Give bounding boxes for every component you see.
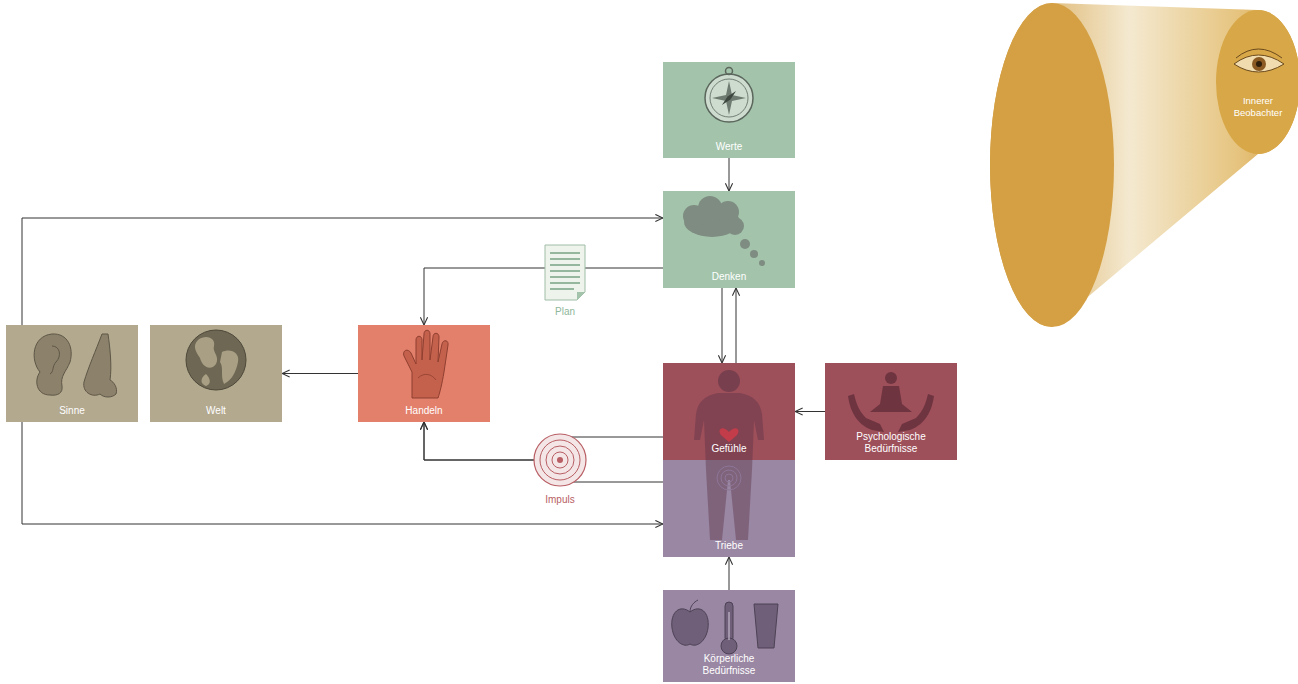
impulse-target-icon (534, 434, 586, 486)
connector-arrow (424, 422, 663, 460)
node-label: Welt (206, 405, 226, 417)
psych-needs-box: Psychologische Bedürfnisse (825, 363, 957, 460)
world-box: Welt (150, 325, 282, 422)
node-label: Handeln (405, 405, 442, 417)
connector-arrow (736, 288, 737, 363)
compass-icon (705, 68, 753, 123)
body-needs-icons (672, 600, 778, 654)
drives-box: Triebe (663, 460, 795, 557)
connector-arrow (22, 422, 663, 524)
thinking-box: Denken (663, 191, 795, 288)
plan-document-icon (545, 245, 585, 300)
value-box: Werte (663, 62, 795, 158)
connector-arrow (282, 373, 358, 374)
connector-arrow (729, 158, 730, 191)
senses-box: Sinne (6, 325, 138, 422)
node-label: Denken (712, 271, 746, 283)
impulse-label: Impuls (543, 494, 576, 506)
globe-icon (186, 330, 246, 390)
observer-node: Innerer Beobachter (1226, 90, 1290, 124)
action-box: Handeln (358, 325, 490, 422)
feelings-box: Gefühle (663, 363, 795, 460)
connector-arrow (424, 422, 663, 482)
connector-arrow (22, 218, 663, 325)
observer-cone (990, 3, 1298, 327)
body-silhouette (694, 370, 764, 540)
node-label: Triebe (715, 540, 743, 552)
connector-arrow (795, 411, 825, 412)
node-label: Sinne (59, 405, 85, 417)
body-needs-box: Körperliche Bedürfnisse (663, 590, 795, 682)
node-label: Innerer Beobachter (1226, 95, 1290, 119)
connector-arrow (722, 288, 723, 363)
ear-nose-icon (34, 334, 116, 397)
node-label: Gefühle (711, 443, 746, 455)
meditation-icon (848, 372, 934, 432)
node-label: Werte (716, 141, 743, 153)
connector-arrow (729, 557, 730, 590)
plan-label: Plan (553, 306, 577, 318)
node-label: Körperliche Bedürfnisse (677, 653, 781, 677)
connector-arrow (424, 268, 663, 325)
thought-cloud-icon (683, 196, 765, 266)
node-label: Psychologische Bedürfnisse (839, 431, 943, 455)
hand-icon (404, 330, 449, 398)
